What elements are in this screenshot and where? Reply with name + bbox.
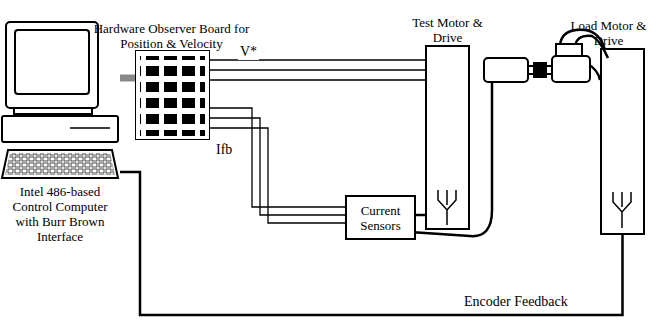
drive-box: Test Motor & Drive (425, 45, 470, 230)
ribbon-cable (120, 75, 135, 82)
part-heading: Intel 486-based Control Computer with Bu… (4, 184, 116, 244)
motor-illustration (484, 44, 590, 82)
observer-board: Hardware Observer Board for Position & V… (135, 50, 210, 140)
signal-label: Ifb (214, 142, 234, 158)
board-chips (140, 56, 205, 136)
part-heading: Test Motor & Drive (403, 15, 493, 45)
computer-node: Intel 486-based Control Computer with Bu… (0, 20, 120, 182)
signal-label: V* (238, 44, 259, 60)
computer-illustration (2, 22, 118, 178)
power-cables (410, 30, 608, 236)
signal-wire (120, 172, 623, 315)
signal-label: Encoder Feedback (462, 294, 570, 310)
drive-box: Load Motor & Drive (600, 48, 645, 235)
signal-wire (210, 118, 345, 215)
box-label: Current Sensors (347, 203, 414, 233)
part-heading: Hardware Observer Board for Position & V… (84, 21, 259, 51)
sensor-box: Current Sensors (345, 195, 416, 240)
drive-symbols (438, 190, 631, 228)
signal-wire (210, 69, 425, 70)
part-heading: Load Motor & Drive (564, 18, 654, 48)
signal-wire (416, 214, 425, 217)
